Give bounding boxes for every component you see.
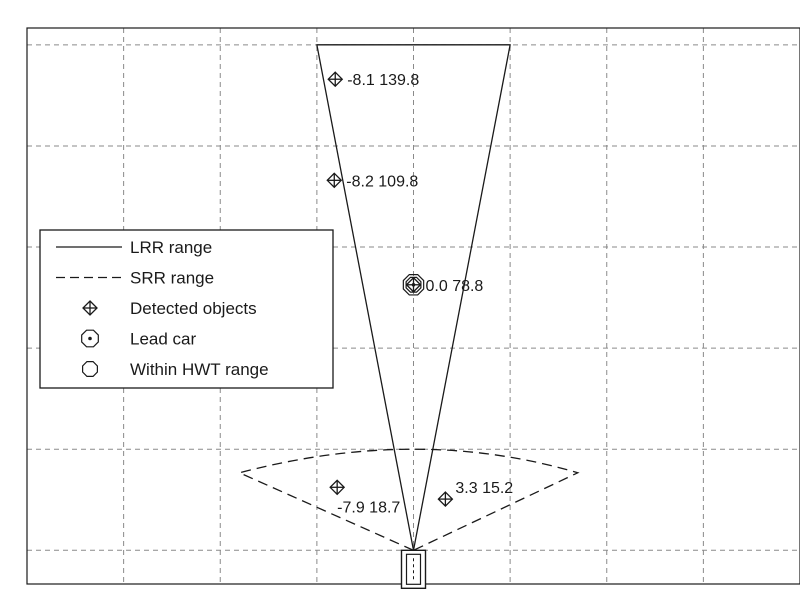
detected-object-label: 0.0 78.8 <box>426 278 484 295</box>
detected-object: -8.2 109.8 <box>326 172 418 190</box>
detected-object-label: -8.1 139.8 <box>347 72 419 89</box>
detected-object-label: -7.9 18.7 <box>337 499 400 516</box>
within-hwt-marker <box>402 274 425 296</box>
legend-octagon <box>82 361 98 377</box>
ego-vehicle <box>400 549 427 590</box>
detected-object-label: -8.2 109.8 <box>346 173 418 190</box>
legend-entry: Detected objects <box>82 299 257 318</box>
legend-entry: SRR range <box>56 269 214 288</box>
detected-object: 0.0 78.8 <box>402 274 484 296</box>
legend-label: Detected objects <box>130 299 257 318</box>
detected-object: -7.9 18.7 <box>329 479 400 516</box>
legend-entry: Within HWT range <box>82 360 269 379</box>
lead-car-dot <box>411 282 416 287</box>
detected-object: 3.3 15.2 <box>437 480 513 508</box>
ego-vehicle-inner <box>405 553 422 585</box>
legend-label: SRR range <box>130 269 214 288</box>
srr-range-sector <box>237 448 580 552</box>
ego-vehicle-outer <box>400 549 427 590</box>
detected-objects: -8.1 139.8 -8.2 109.8 0.0 78.8 -7.9 18.7 3.3… <box>326 71 513 516</box>
legend-label: Lead car <box>130 330 196 349</box>
legend-entry: LRR range <box>56 238 212 257</box>
legend-octagon-dot <box>88 336 92 341</box>
detected-object: -8.1 139.8 <box>327 71 419 89</box>
lead-car-marker <box>405 276 422 293</box>
legend-label: Within HWT range <box>130 360 269 379</box>
legend-label: LRR range <box>130 238 212 257</box>
legend-octagon <box>81 329 99 348</box>
detected-object-label: 3.3 15.2 <box>455 480 513 497</box>
sensor-ranges <box>237 44 580 552</box>
legend-entry: Lead car <box>81 329 196 349</box>
